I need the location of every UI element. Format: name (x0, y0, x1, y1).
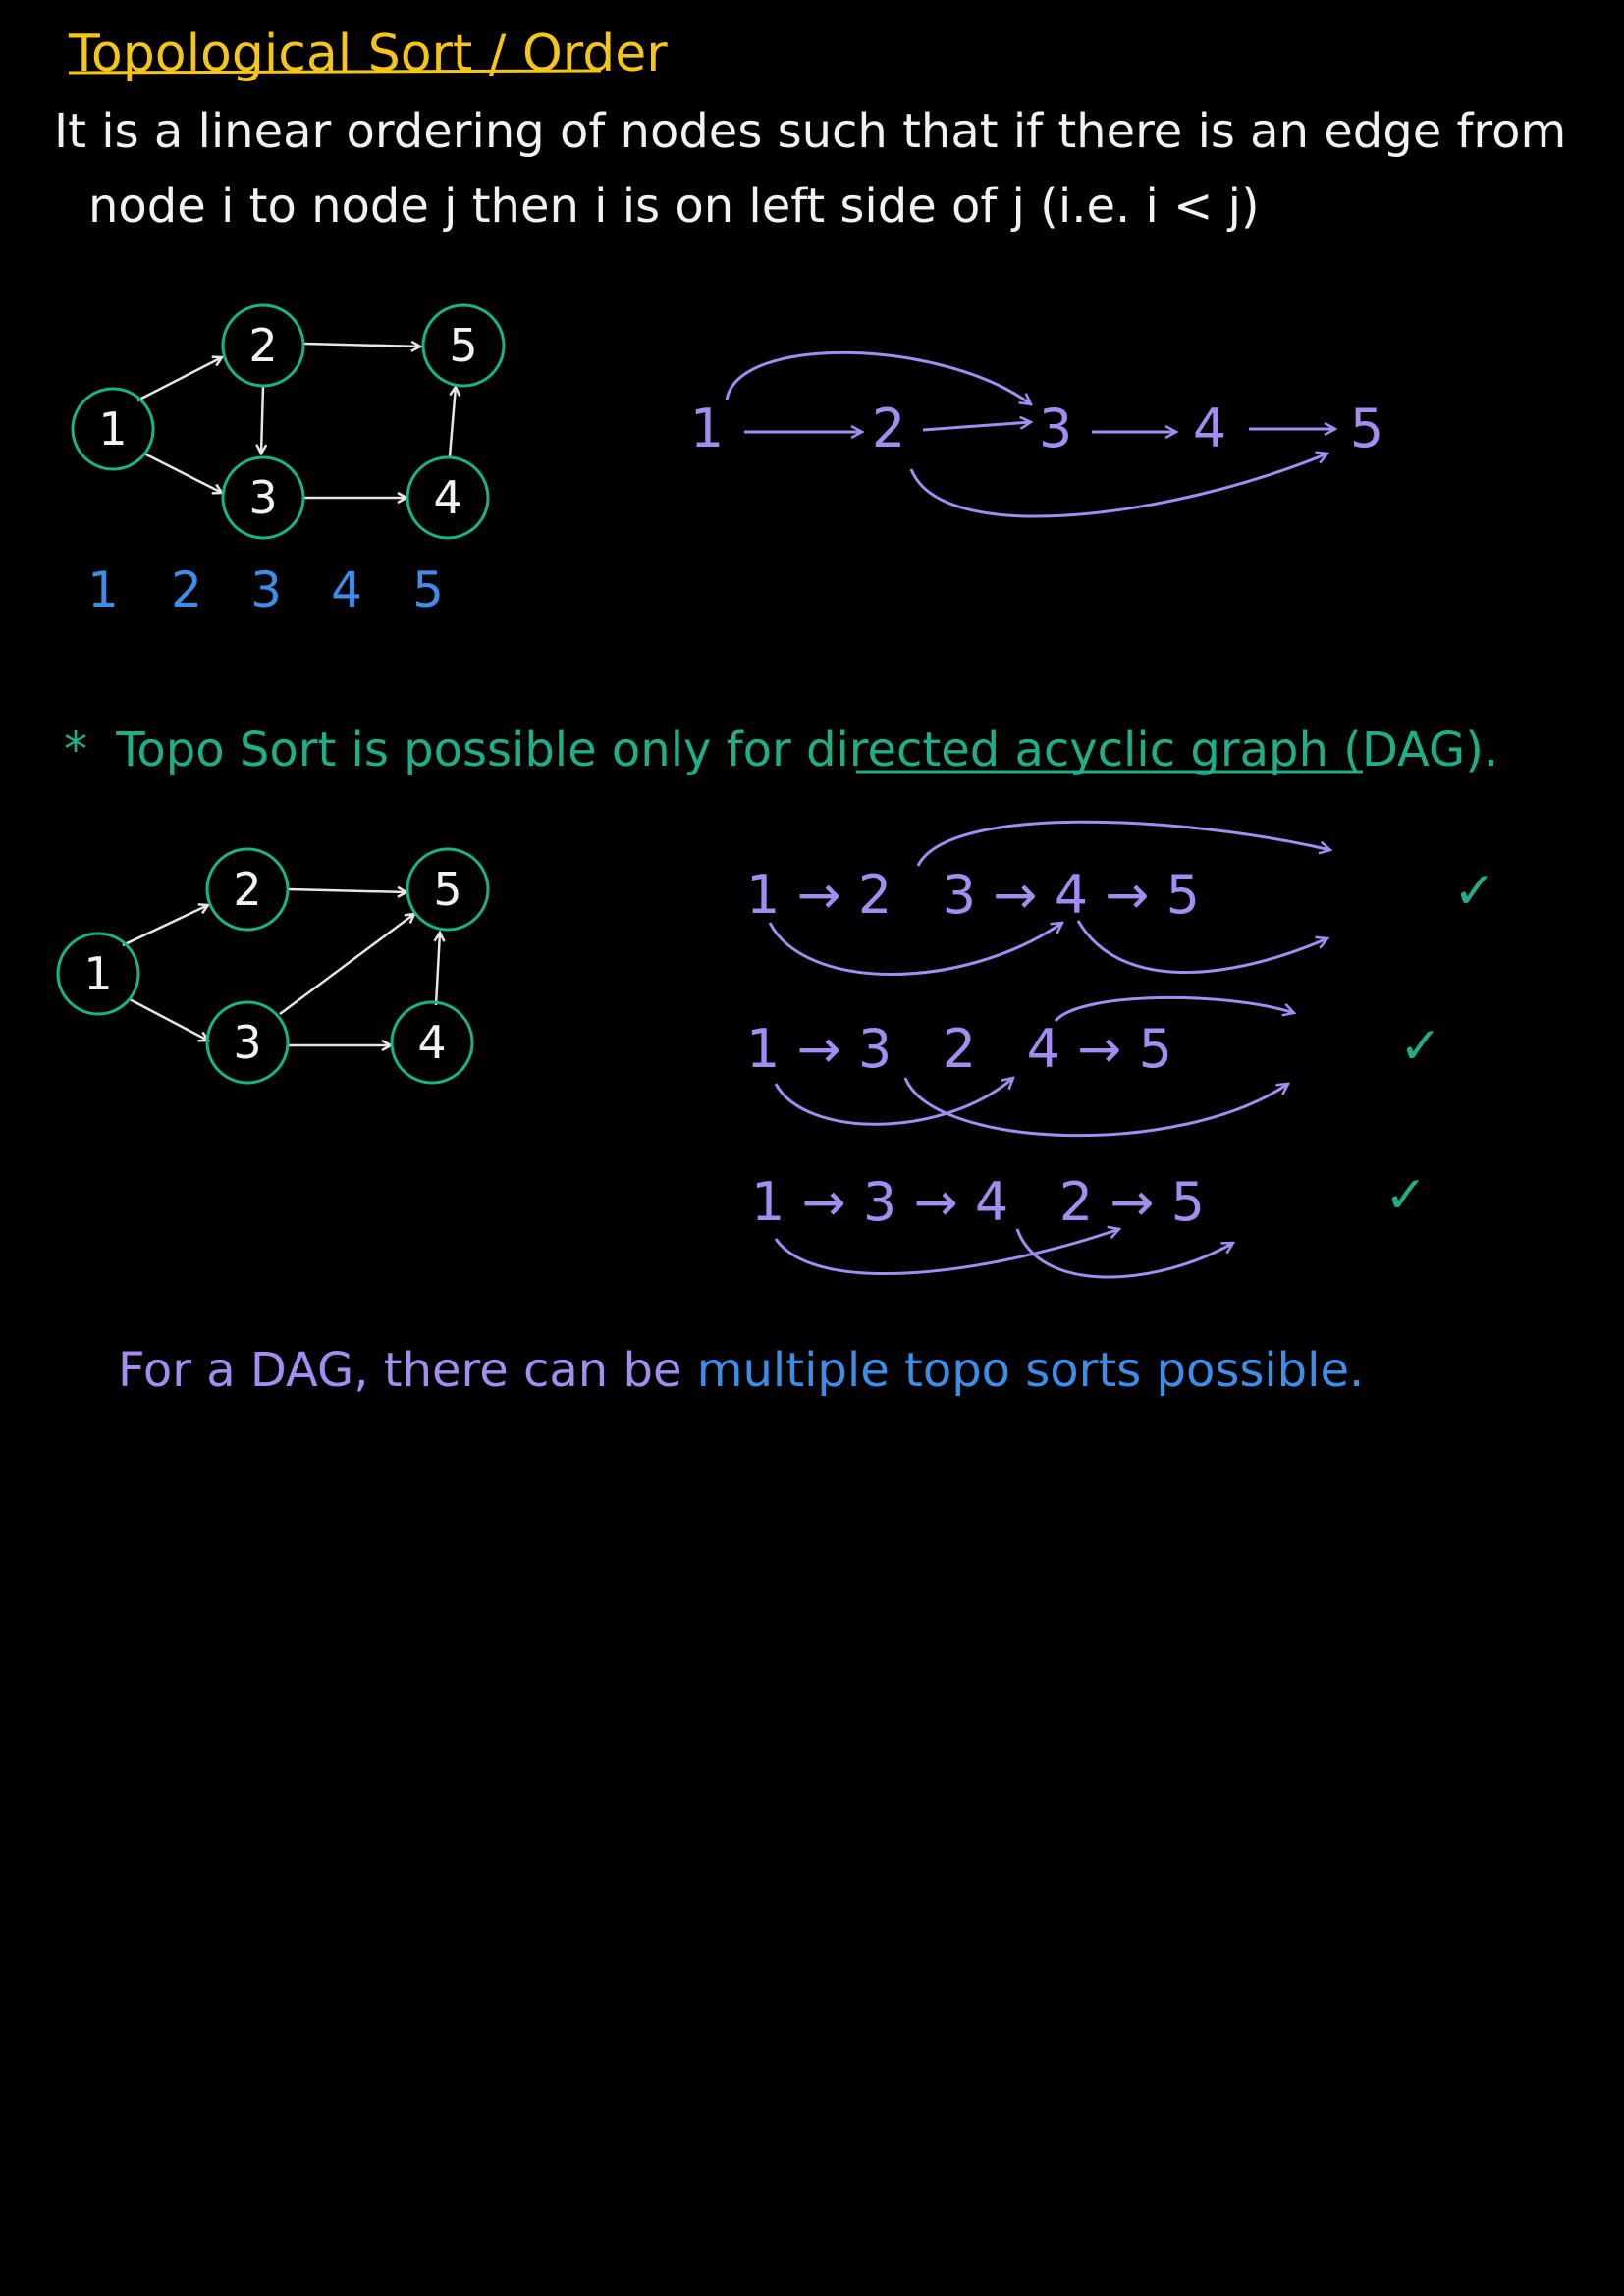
graph2-node-4: 4 (390, 1000, 474, 1085)
graph1-node-4: 4 (406, 455, 490, 540)
edge-1-3 (143, 452, 222, 493)
ordering-curve (1076, 920, 1327, 974)
edge-1-3 (129, 997, 208, 1041)
edge-2-3 (261, 385, 263, 454)
check-icon: ✓ (1453, 862, 1496, 921)
conclusion-text: For a DAG, there can be multiple topo so… (118, 1343, 1364, 1398)
node-label: 4 (417, 1016, 446, 1069)
edge-3-5 (279, 914, 414, 1016)
order-item: 1 (87, 561, 119, 618)
ordering-curve (774, 1229, 1119, 1275)
definition-line-1: It is a linear ordering of nodes such th… (54, 104, 1566, 159)
note-prefix: Topo Sort is possible only for (115, 722, 806, 777)
ordering-text: 1 → 3 → 4 2 → 5 (751, 1171, 1205, 1233)
check-icon: ✓ (1399, 1017, 1442, 1076)
node-label: 3 (233, 1016, 261, 1069)
sequence-item: 4 (1193, 398, 1226, 459)
edge-1-2 (136, 357, 222, 402)
sequence-item: 5 (1350, 398, 1383, 459)
definition: It is a linear ordering of nodes such th… (54, 104, 1566, 234)
seq-curve-2-5 (909, 454, 1327, 518)
check-icon: ✓ (1384, 1166, 1428, 1225)
ordering-row-2: 1 → 3 2 4 → 5 ✓ (746, 995, 1442, 1138)
note-highlight: directed acyclic graph (806, 722, 1328, 777)
ordering-curve (768, 923, 1062, 976)
sequence-item: 3 (1039, 398, 1072, 459)
edge-2-5 (303, 344, 420, 347)
page-title: Topological Sort / Order (68, 25, 668, 83)
node-label: 5 (449, 319, 477, 372)
graph2-node-3: 3 (205, 1000, 290, 1085)
note-star: * (64, 722, 87, 777)
node-label: 2 (233, 863, 261, 916)
ordering-text: 1 → 2 3 → 4 → 5 (746, 864, 1200, 926)
example2-graph: 1 2 3 4 5 (56, 847, 490, 1085)
node-label: 1 (98, 402, 127, 455)
example1-graph: 1 2 3 4 5 (71, 303, 506, 540)
ordering-curve (1015, 1228, 1233, 1279)
order-item: 2 (171, 561, 202, 618)
example1-sequence: 1 2 3 4 5 (690, 350, 1383, 518)
graph1-node-2: 2 (221, 303, 305, 388)
sequence-item: 1 (690, 398, 724, 459)
title-text: Topological Sort / Order (68, 25, 668, 83)
dag-note: * Topo Sort is possible only for directe… (64, 722, 1498, 777)
graph2-node-2: 2 (205, 847, 290, 932)
sequence-item: 2 (872, 398, 905, 459)
conclusion-prefix: For a DAG, there can be (118, 1343, 697, 1398)
conclusion: For a DAG, there can be multiple topo so… (118, 1343, 1364, 1398)
example1-order: 1 2 3 4 5 (87, 561, 444, 618)
graph1-node-1: 1 (71, 387, 155, 471)
seq-arrow (922, 422, 1031, 432)
node-label: 3 (248, 471, 277, 524)
title-underline (68, 69, 602, 75)
node-label: 5 (433, 863, 461, 916)
seq-curve-1-3 (725, 350, 1031, 404)
ordering-curve (903, 1077, 1288, 1138)
ordering-row-3: 1 → 3 → 4 2 → 5 ✓ (751, 1166, 1428, 1279)
graph2-node-1: 1 (56, 932, 140, 1016)
edge-2-5 (288, 889, 406, 892)
conclusion-highlight: multiple topo sorts possible. (697, 1343, 1365, 1398)
edge-1-2 (122, 905, 208, 947)
order-item: 3 (250, 561, 282, 618)
node-label: 2 (248, 319, 277, 372)
definition-line-2: node i to node j then i is on left side … (88, 179, 1260, 234)
node-label: 4 (433, 471, 461, 524)
graph1-node-5: 5 (421, 303, 506, 388)
ordering-curve (1054, 995, 1294, 1023)
edge-4-5 (436, 933, 440, 1006)
node-label: 1 (83, 947, 112, 1000)
graph1-node-3: 3 (221, 455, 305, 540)
ordering-curve (916, 820, 1330, 867)
edge-4-5 (448, 387, 456, 457)
ordering-row-1: 1 → 2 3 → 4 → 5 ✓ (746, 820, 1496, 976)
ordering-curve (774, 1078, 1013, 1126)
note-suffix: (DAG). (1343, 722, 1498, 777)
graph2-node-5: 5 (406, 847, 490, 932)
dag-note-text: * Topo Sort is possible only for directe… (64, 722, 1498, 777)
ordering-text: 1 → 3 2 4 → 5 (746, 1018, 1172, 1080)
order-item: 4 (331, 561, 362, 618)
order-item: 5 (412, 561, 444, 618)
